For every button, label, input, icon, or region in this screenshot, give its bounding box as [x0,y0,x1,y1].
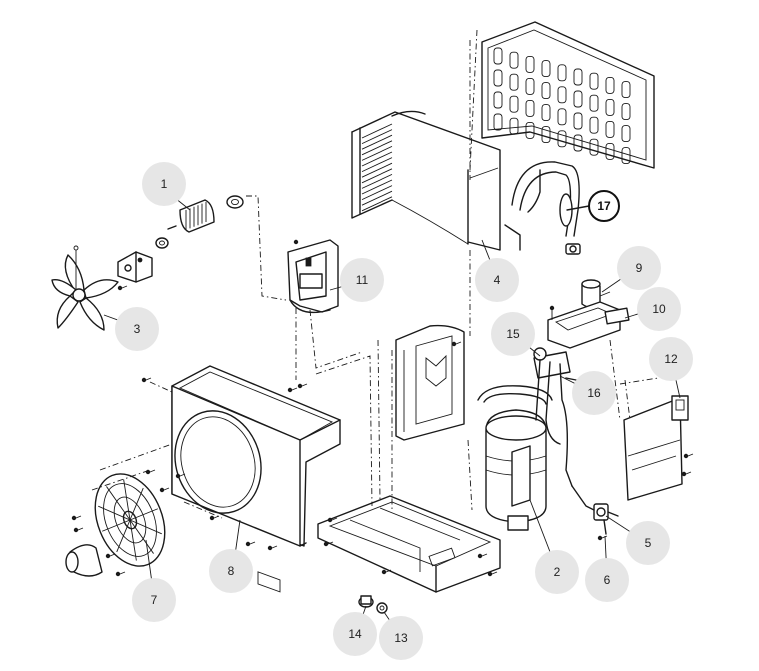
callout-10: 10 [637,287,681,331]
svg-text:14: 14 [348,627,362,641]
control-box [287,239,339,314]
callout-14: 14 [333,612,377,656]
callout-7: 7 [132,578,176,622]
callout-6: 6 [585,558,629,602]
assembly-lines [91,40,659,519]
svg-text:2: 2 [554,565,561,579]
callout-2: 2 [535,550,579,594]
svg-text:5: 5 [645,536,652,550]
rear-grille-panel [469,21,655,171]
callout-8: 8 [209,549,253,593]
fan-motor [155,195,244,249]
terminal-board [547,301,630,349]
base-pan [317,495,501,593]
svg-text:12: 12 [664,352,678,366]
callout-5: 5 [626,521,670,565]
service-valves [571,485,619,535]
four-way-valve [533,347,577,487]
callout-16: 16 [572,371,616,415]
svg-text:13: 13 [394,631,408,645]
front-cabinet [171,365,341,593]
callout-1: 1 [142,162,186,206]
callout-3: 3 [115,307,159,351]
svg-text:9: 9 [636,261,643,275]
svg-text:10: 10 [652,302,666,316]
partition-plate [395,324,465,441]
callout-12: 12 [649,337,693,381]
callouts: 1 2 3 4 5 6 7 8 9 10 11 12 13 14 15 16 1… [115,162,693,660]
fan-guard [65,473,166,577]
svg-text:7: 7 [151,593,158,607]
svg-text:16: 16 [587,386,601,400]
condenser-coil [351,110,501,251]
callout-11: 11 [340,258,384,302]
svg-text:17: 17 [597,199,611,213]
screws [71,285,694,577]
svg-text:3: 3 [134,322,141,336]
callout-4: 4 [475,258,519,302]
svg-text:1: 1 [161,177,168,191]
callout-15: 15 [491,312,535,356]
callout-9: 9 [617,246,661,290]
propeller-fan [51,245,119,331]
compressor [477,385,553,531]
motor-bracket [117,251,153,283]
svg-text:4: 4 [494,273,501,287]
piping-assembly [504,161,581,255]
svg-text:15: 15 [506,327,520,341]
callout-13: 13 [379,616,423,660]
svg-text:8: 8 [228,564,235,578]
callout-17: 17 [588,190,620,222]
drain-fittings [358,595,388,614]
svg-text:11: 11 [356,273,369,287]
right-side-panel [609,339,689,501]
svg-text:6: 6 [604,573,611,587]
